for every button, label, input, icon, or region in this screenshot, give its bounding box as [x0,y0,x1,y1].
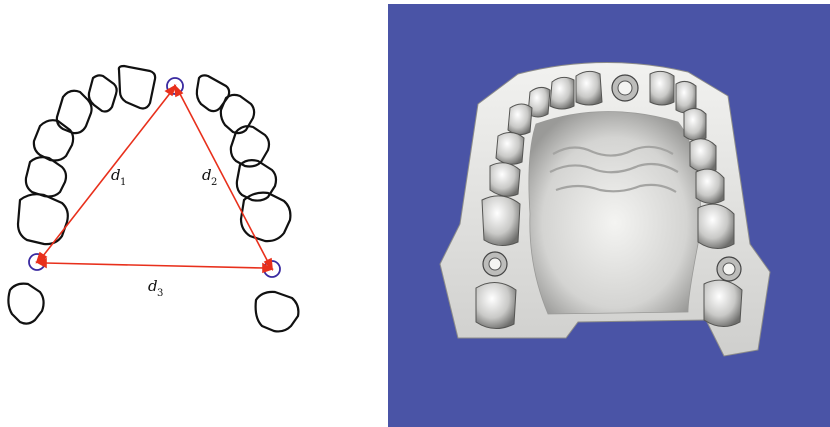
distance-line-d3 [45,263,264,268]
model-tooth [476,282,516,328]
palate-surface [529,111,701,314]
tooth-outline [221,95,254,133]
tooth-outline [197,75,229,111]
tooth-outline [119,66,155,108]
model-tooth [490,163,520,196]
tooth-outline [57,91,92,133]
distance-line-d2 [179,92,268,262]
distance-label-d1: d 1 [111,166,126,188]
model-tooth [698,204,734,248]
dental-arch-diagram: d 1 d 2 d 3 [0,0,388,427]
implant-marker [489,258,501,270]
model-tooth [482,196,520,246]
tooth-outline [26,157,66,196]
model-tooth [576,71,602,105]
distance-line-d1 [43,92,171,256]
tooth-outline [256,292,299,332]
model-tooth [704,280,742,326]
distance-subscript: 3 [157,288,163,299]
model-tooth [550,77,574,109]
implant-marker [723,263,735,275]
tooth-outline [89,75,117,111]
distance-label-d2: d 2 [202,166,217,188]
implant-marker [618,81,632,95]
dental-model-render-panel [388,4,830,427]
tooth-outline [8,284,43,324]
model-tooth [496,132,524,164]
model-tooth [696,169,724,203]
dental-arch-3d-model-icon [388,4,830,427]
model-tooth [650,71,674,105]
tooth-outline [18,194,68,244]
tooth-outline [34,120,73,160]
distance-subscript: 2 [211,177,217,188]
model-tooth [508,104,532,135]
distance-label-d3: d 3 [148,277,163,299]
model-tooth [684,108,706,140]
dental-arch-diagram-panel: d 1 d 2 d 3 [0,0,388,427]
distance-subscript: 1 [120,177,126,188]
tooth-outline [241,193,290,241]
model-tooth [690,139,716,172]
